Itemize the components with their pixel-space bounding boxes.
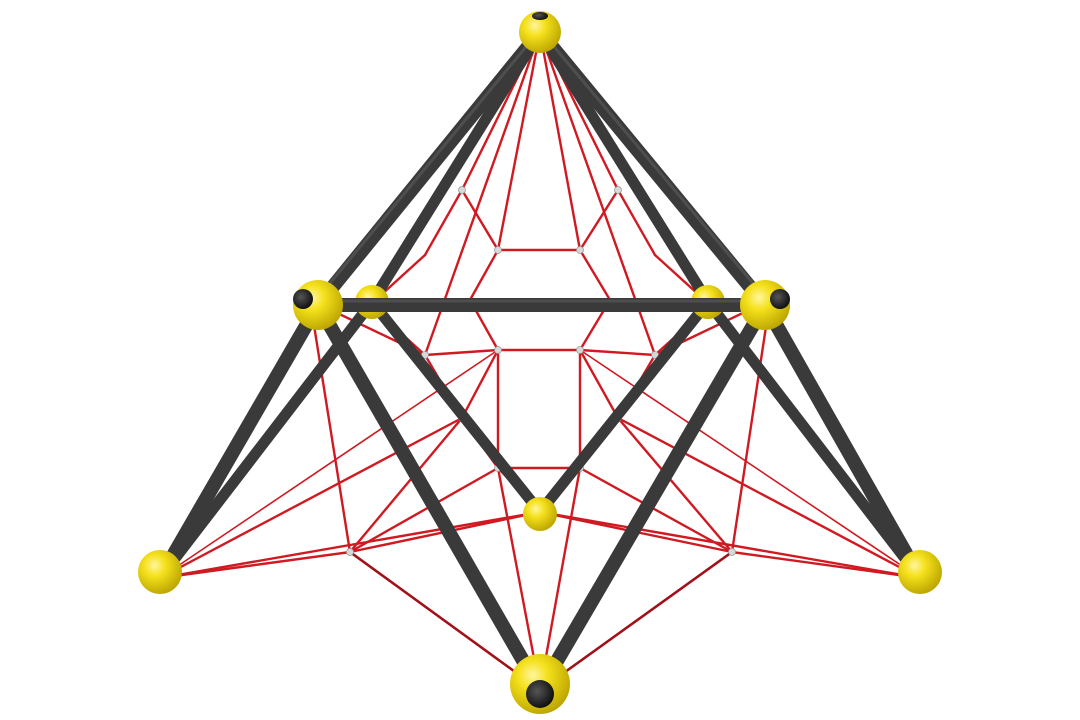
back-connector-balls — [355, 285, 725, 531]
ball-joint-icon — [293, 280, 343, 330]
rope-clamp-icon — [346, 548, 354, 556]
ball-joint-icon — [138, 550, 182, 594]
rope-net — [158, 30, 922, 692]
rope-clamp-icon — [458, 186, 466, 194]
ball-joint-icon — [510, 654, 570, 714]
ball-joint-icon — [523, 497, 557, 531]
rope-clamp-icon — [576, 346, 584, 354]
front-connector-balls — [138, 11, 942, 714]
rope-clamp-icon — [494, 246, 502, 254]
ball-joint-icon — [740, 280, 790, 330]
rope-clamp-icon — [614, 186, 622, 194]
steel-poles-front — [153, 25, 927, 697]
rope-clamp-icon — [494, 346, 502, 354]
ball-joint-icon — [519, 11, 561, 53]
ball-joint-icon — [898, 550, 942, 594]
rope-clamp-icon — [728, 548, 736, 556]
rope-clamp-icon — [421, 351, 429, 359]
rope-clamp-icon — [651, 351, 659, 359]
pole-highlights — [314, 34, 769, 303]
rope-clamp-icon — [576, 246, 584, 254]
